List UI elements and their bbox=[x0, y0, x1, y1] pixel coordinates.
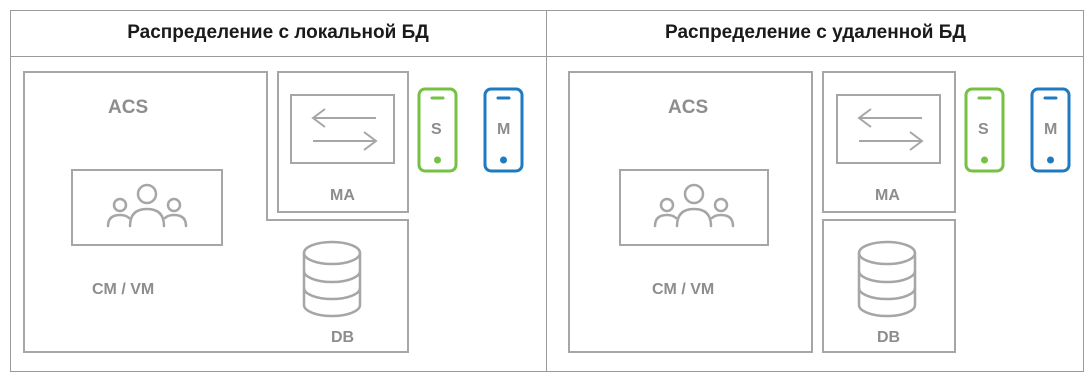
local-db-diagram bbox=[23, 71, 524, 353]
column-divider bbox=[546, 10, 547, 372]
ma-label: MA bbox=[330, 187, 355, 204]
users-icon bbox=[106, 183, 188, 228]
transfer-arrows-icon bbox=[290, 94, 395, 164]
acs-label: ACS bbox=[668, 97, 709, 118]
db-label: DB bbox=[331, 329, 355, 346]
cm-vm-box bbox=[71, 169, 223, 246]
db-label: DB bbox=[877, 329, 901, 346]
phone-icon-m bbox=[483, 87, 524, 173]
diagram-frame bbox=[10, 10, 1084, 372]
header-remote-db: Распределение с удаленной БД bbox=[665, 22, 966, 43]
device-m-label: M bbox=[1044, 121, 1058, 138]
ma-box bbox=[822, 71, 956, 213]
database-icon bbox=[302, 240, 362, 318]
phone-icon-s bbox=[417, 87, 458, 173]
panel-remote-db: ACS CM / VM MA DB S M bbox=[547, 57, 1083, 372]
phone-icon-s bbox=[964, 87, 1005, 173]
db-box bbox=[822, 219, 956, 353]
cm-vm-box bbox=[619, 169, 769, 246]
cm-vm-label: CM / VM bbox=[92, 281, 155, 298]
ma-box bbox=[277, 71, 409, 213]
panel-local-db: ACS CM / VM MA DB S M bbox=[10, 57, 546, 372]
cm-vm-label: CM / VM bbox=[652, 281, 715, 298]
device-s-label: S bbox=[431, 121, 442, 138]
transfer-arrows-icon bbox=[836, 94, 941, 164]
acs-box bbox=[23, 71, 409, 353]
database-icon bbox=[857, 240, 917, 318]
device-m-label: M bbox=[497, 121, 511, 138]
header-divider bbox=[10, 56, 1084, 57]
device-s-label: S bbox=[978, 121, 989, 138]
ma-label: MA bbox=[875, 187, 900, 204]
acs-box bbox=[568, 71, 813, 353]
header-local-db: Распределение с локальной БД bbox=[127, 22, 429, 43]
acs-label: ACS bbox=[108, 97, 149, 118]
users-icon bbox=[653, 183, 735, 228]
remote-db-diagram bbox=[568, 71, 1071, 353]
phone-icon-m bbox=[1030, 87, 1071, 173]
